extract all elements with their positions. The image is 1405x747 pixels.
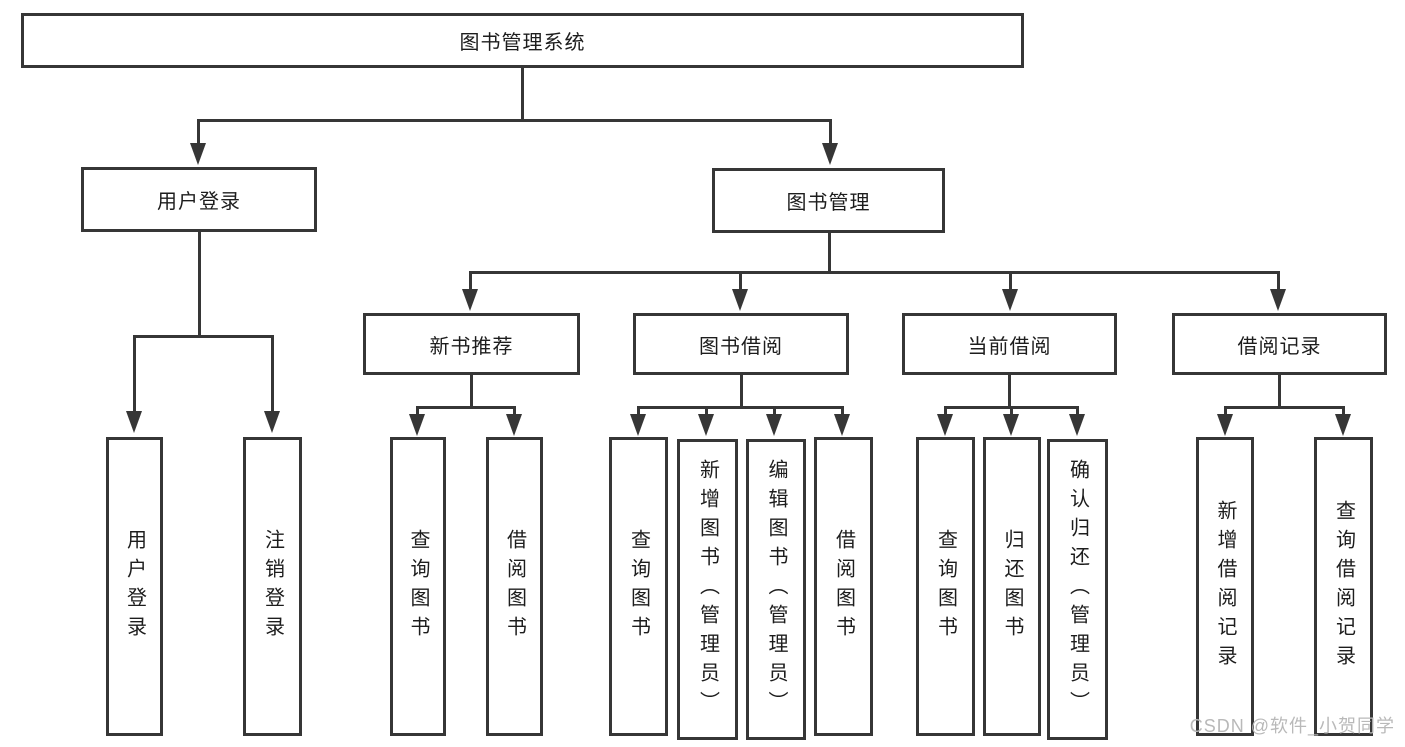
arrow-down-icon: [1335, 414, 1351, 436]
arrow-down-icon: [937, 414, 953, 436]
connector-vline: [705, 406, 708, 418]
node-borrowing-records-label: 借阅记录: [1237, 335, 1322, 358]
connector-vline: [1009, 271, 1012, 291]
arrow-down-icon: [822, 143, 838, 165]
connector-hline: [198, 119, 831, 122]
connector-vline: [1342, 406, 1345, 418]
leaf-user-login: 用户登录: [106, 437, 163, 736]
arrow-down-icon: [732, 289, 748, 311]
leaf-logout-label: 注销登录: [261, 528, 284, 645]
leaf-query-books-borrowing: 查询图书: [609, 437, 668, 736]
connector-vline: [416, 406, 419, 418]
leaf-edit-book-admin-label: 编辑图书（管理员）: [765, 459, 787, 720]
node-book-borrowing-label: 图书借阅: [699, 335, 783, 358]
leaf-logout: 注销登录: [243, 437, 302, 736]
connector-hline: [133, 335, 273, 338]
leaf-query-books-current: 查询图书: [916, 437, 975, 736]
arrow-down-icon: [264, 411, 280, 433]
watermark: CSDN @软件_小贺同学: [1189, 716, 1395, 736]
leaf-borrow-books-borrowing-label: 借阅图书: [832, 528, 855, 645]
connector-hline: [470, 271, 1280, 274]
connector-vline: [1076, 406, 1079, 418]
connector-vline: [841, 406, 844, 418]
connector-hline: [1225, 406, 1344, 409]
connector-vline: [637, 406, 640, 418]
connector-vline: [470, 375, 473, 408]
leaf-add-borrow-record: 新增借阅记录: [1196, 437, 1254, 736]
node-new-book-recommendation: 新书推荐: [363, 313, 580, 375]
node-book-borrowing: 图书借阅: [633, 313, 849, 375]
connector-vline: [1277, 271, 1280, 291]
node-current-borrowing-label: 当前借阅: [967, 335, 1052, 358]
node-borrowing-records: 借阅记录: [1172, 313, 1387, 375]
connector-vline: [829, 119, 832, 147]
leaf-add-book-admin-label: 新增图书（管理员）: [696, 459, 719, 720]
connector-vline: [944, 406, 947, 418]
leaf-query-books-current-label: 查询图书: [934, 528, 957, 645]
node-library-management-system-label: 图书管理系统: [459, 32, 586, 54]
node-book-management-label: 图书管理: [786, 192, 871, 214]
connector-vline: [197, 119, 200, 147]
leaf-edit-book-admin: 编辑图书（管理员）: [746, 439, 806, 740]
arrow-down-icon: [698, 414, 714, 436]
node-user-login: 用户登录: [81, 167, 317, 232]
leaf-query-books-recommend: 查询图书: [390, 437, 446, 736]
connector-vline: [739, 271, 742, 291]
arrow-down-icon: [126, 411, 142, 433]
arrow-down-icon: [630, 414, 646, 436]
connector-hline: [417, 406, 515, 409]
connector-vline: [1224, 406, 1227, 418]
leaf-confirm-return-admin-label: 确认归还（管理员）: [1066, 459, 1089, 720]
connector-vline: [469, 271, 472, 291]
arrow-down-icon: [506, 414, 522, 436]
leaf-borrow-books-borrowing: 借阅图书: [814, 437, 873, 736]
leaf-confirm-return-admin: 确认归还（管理员）: [1047, 439, 1108, 740]
leaf-return-books-label: 归还图书: [1001, 528, 1023, 645]
arrow-down-icon: [190, 143, 206, 165]
leaf-query-borrow-record: 查询借阅记录: [1314, 437, 1373, 736]
connector-vline: [271, 335, 274, 413]
arrow-down-icon: [409, 414, 425, 436]
leaf-add-book-admin: 新增图书（管理员）: [677, 439, 738, 740]
connector-vline: [1278, 375, 1281, 408]
node-user-login-label: 用户登录: [157, 191, 241, 213]
node-current-borrowing: 当前借阅: [902, 313, 1117, 375]
connector-vline: [513, 406, 516, 418]
connector-vline: [521, 66, 524, 121]
connector-vline: [740, 375, 743, 408]
arrow-down-icon: [1069, 414, 1085, 436]
arrow-down-icon: [462, 289, 478, 311]
leaf-borrow-books-recommend: 借阅图书: [486, 437, 543, 736]
arrow-down-icon: [834, 414, 850, 436]
connector-vline: [1008, 375, 1011, 408]
node-library-management-system: 图书管理系统: [21, 13, 1024, 68]
arrow-down-icon: [1002, 289, 1018, 311]
arrow-down-icon: [1270, 289, 1286, 311]
arrow-down-icon: [1217, 414, 1233, 436]
leaf-return-books: 归还图书: [983, 437, 1041, 736]
node-book-management: 图书管理: [712, 168, 945, 233]
arrow-down-icon: [766, 414, 782, 436]
node-new-book-recommendation-label: 新书推荐: [429, 335, 514, 358]
leaf-query-borrow-record-label: 查询借阅记录: [1332, 499, 1355, 674]
connector-vline: [773, 406, 776, 418]
arrow-down-icon: [1003, 414, 1019, 436]
connector-vline: [133, 335, 136, 413]
connector-vline: [1010, 406, 1013, 418]
leaf-user-login-label: 用户登录: [123, 528, 146, 645]
connector-vline: [198, 232, 201, 337]
leaf-query-books-borrowing-label: 查询图书: [627, 528, 650, 645]
connector-hline: [638, 406, 843, 409]
connector-vline: [828, 233, 831, 273]
leaf-add-borrow-record-label: 新增借阅记录: [1214, 499, 1236, 674]
leaf-query-books-recommend-label: 查询图书: [407, 528, 429, 645]
leaf-borrow-books-recommend-label: 借阅图书: [503, 528, 526, 645]
